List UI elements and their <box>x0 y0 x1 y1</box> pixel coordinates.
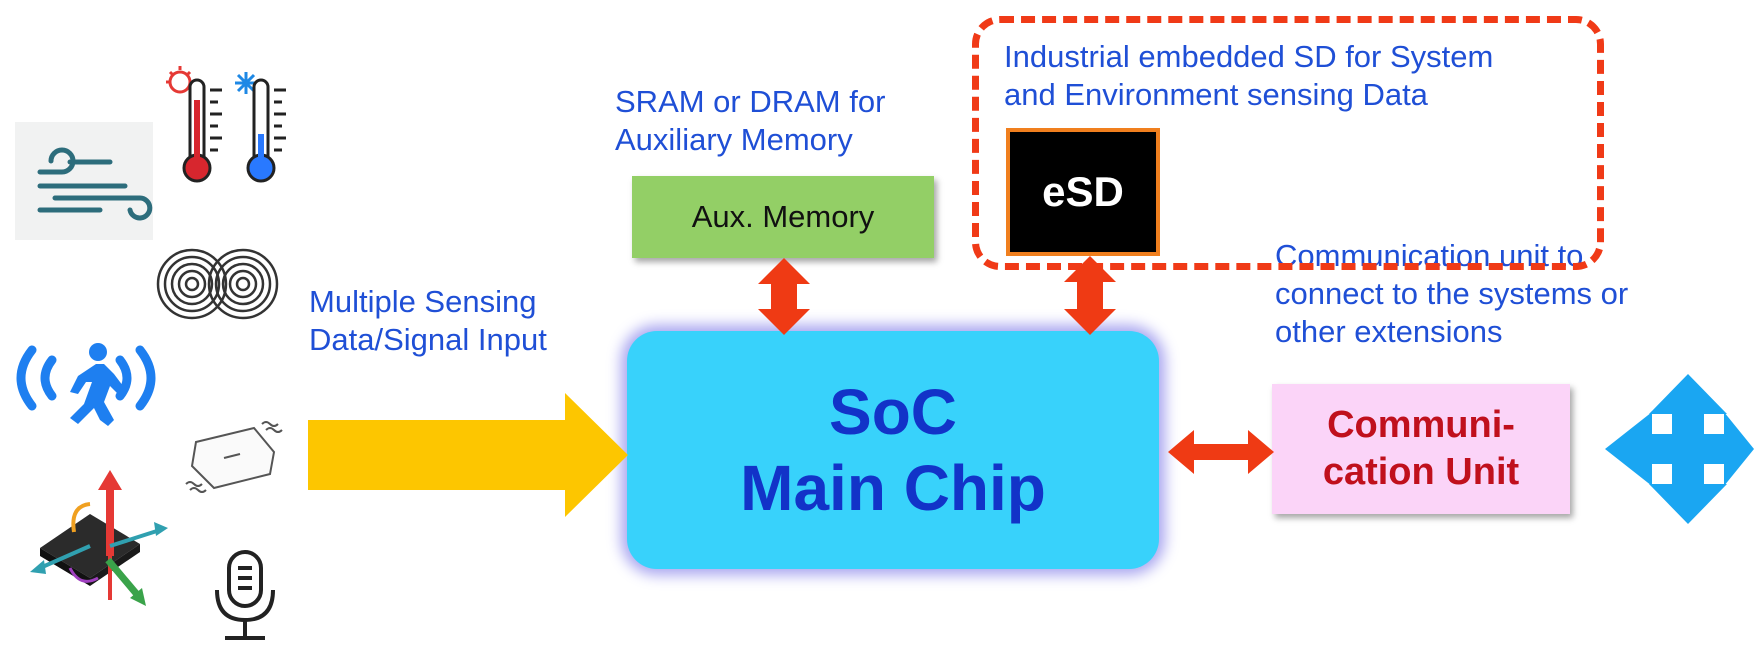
sensor-input-arrow <box>308 393 628 517</box>
comm-unit-label-line-1: Communi- <box>1327 404 1515 446</box>
aux-memory-block: Aux. Memory <box>632 176 934 258</box>
wind-icon <box>15 122 153 240</box>
esd-soc-double-arrow <box>1064 256 1116 335</box>
esd-annotation: Industrial embedded SD for System and En… <box>1004 38 1493 114</box>
soc-label-line-1: SoC <box>829 376 957 448</box>
comm-annotation-line-2: connect to the systems or <box>1275 276 1629 311</box>
thermometer-cold-icon <box>235 72 286 183</box>
thermometer-hot-icon <box>166 66 222 183</box>
sram-annotation-line-1: SRAM or DRAM for <box>615 84 886 119</box>
soc-comm-double-arrow <box>1168 430 1274 474</box>
esd-annotation-line-1: Industrial embedded SD for System <box>1004 39 1494 74</box>
aux-soc-double-arrow <box>758 258 810 335</box>
sensing-annotation-line-1: Multiple Sensing <box>309 284 537 319</box>
communication-unit-block: Communi- cation Unit <box>1272 384 1570 514</box>
motion-sensor-icon <box>16 343 156 426</box>
sensing-annotation-line-2: Data/Signal Input <box>309 322 547 357</box>
comm-annotation-line-3: other extensions <box>1275 314 1503 349</box>
sram-annotation: SRAM or DRAM for Auxiliary Memory <box>615 83 885 159</box>
sram-annotation-line-2: Auxiliary Memory <box>615 122 853 157</box>
microphone-icon <box>215 550 275 640</box>
esd-highlight-outline <box>972 16 1604 270</box>
comm-unit-label-line-2: cation Unit <box>1322 451 1520 493</box>
esd-label: eSD <box>1042 168 1124 215</box>
aux-memory-label: Aux. Memory <box>691 199 875 234</box>
pressure-sensor-icon <box>185 421 283 493</box>
expand-four-way-arrow-icon <box>1605 374 1754 524</box>
soc-label-line-2: Main Chip <box>740 452 1046 524</box>
mems-gyro-icon <box>30 470 168 606</box>
esd-block: eSD <box>1006 128 1160 256</box>
magnetic-field-icon <box>156 248 279 320</box>
soc-main-chip-block: SoC Main Chip <box>627 331 1159 569</box>
sensing-annotation: Multiple Sensing Data/Signal Input <box>309 283 547 359</box>
esd-annotation-line-2: and Environment sensing Data <box>1004 77 1428 112</box>
